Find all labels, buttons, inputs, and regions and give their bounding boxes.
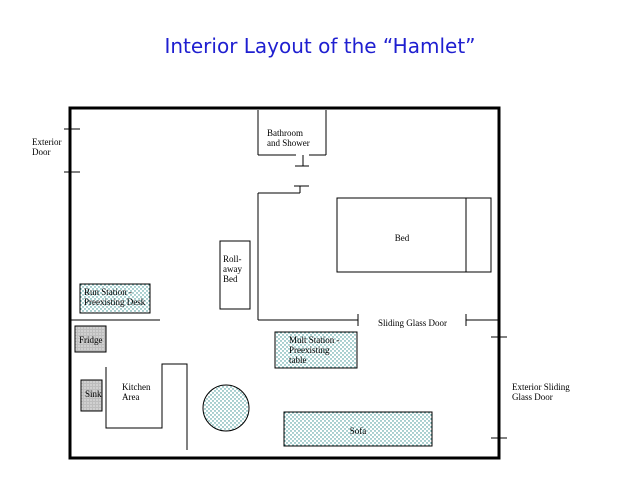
bathroom-walls: [257, 110, 327, 193]
run-station-desk: [79, 283, 151, 314]
bed-label: Bed: [394, 233, 410, 243]
bedroom-partition: [257, 192, 499, 326]
sink-label: Sink: [85, 389, 102, 399]
sofa: [283, 411, 433, 447]
sliding-glass-door-label: Sliding Glass Door: [378, 318, 448, 328]
sink: [80, 379, 103, 412]
sofa-label: Sofa: [349, 426, 367, 436]
rollaway-bed: [219, 240, 251, 310]
mult-station-table: [274, 331, 358, 369]
diagram-title: Interior Layout of the “Hamlet”: [164, 34, 476, 58]
fridge-label: Fridge: [79, 335, 103, 345]
run-station-label: Run Station -Preexisting Desk: [84, 287, 146, 307]
fridge: [74, 325, 107, 353]
outer-wall: [68, 106, 501, 460]
round-table: [202, 384, 250, 432]
kitchen-counter: [105, 363, 188, 450]
bed: [336, 197, 492, 273]
